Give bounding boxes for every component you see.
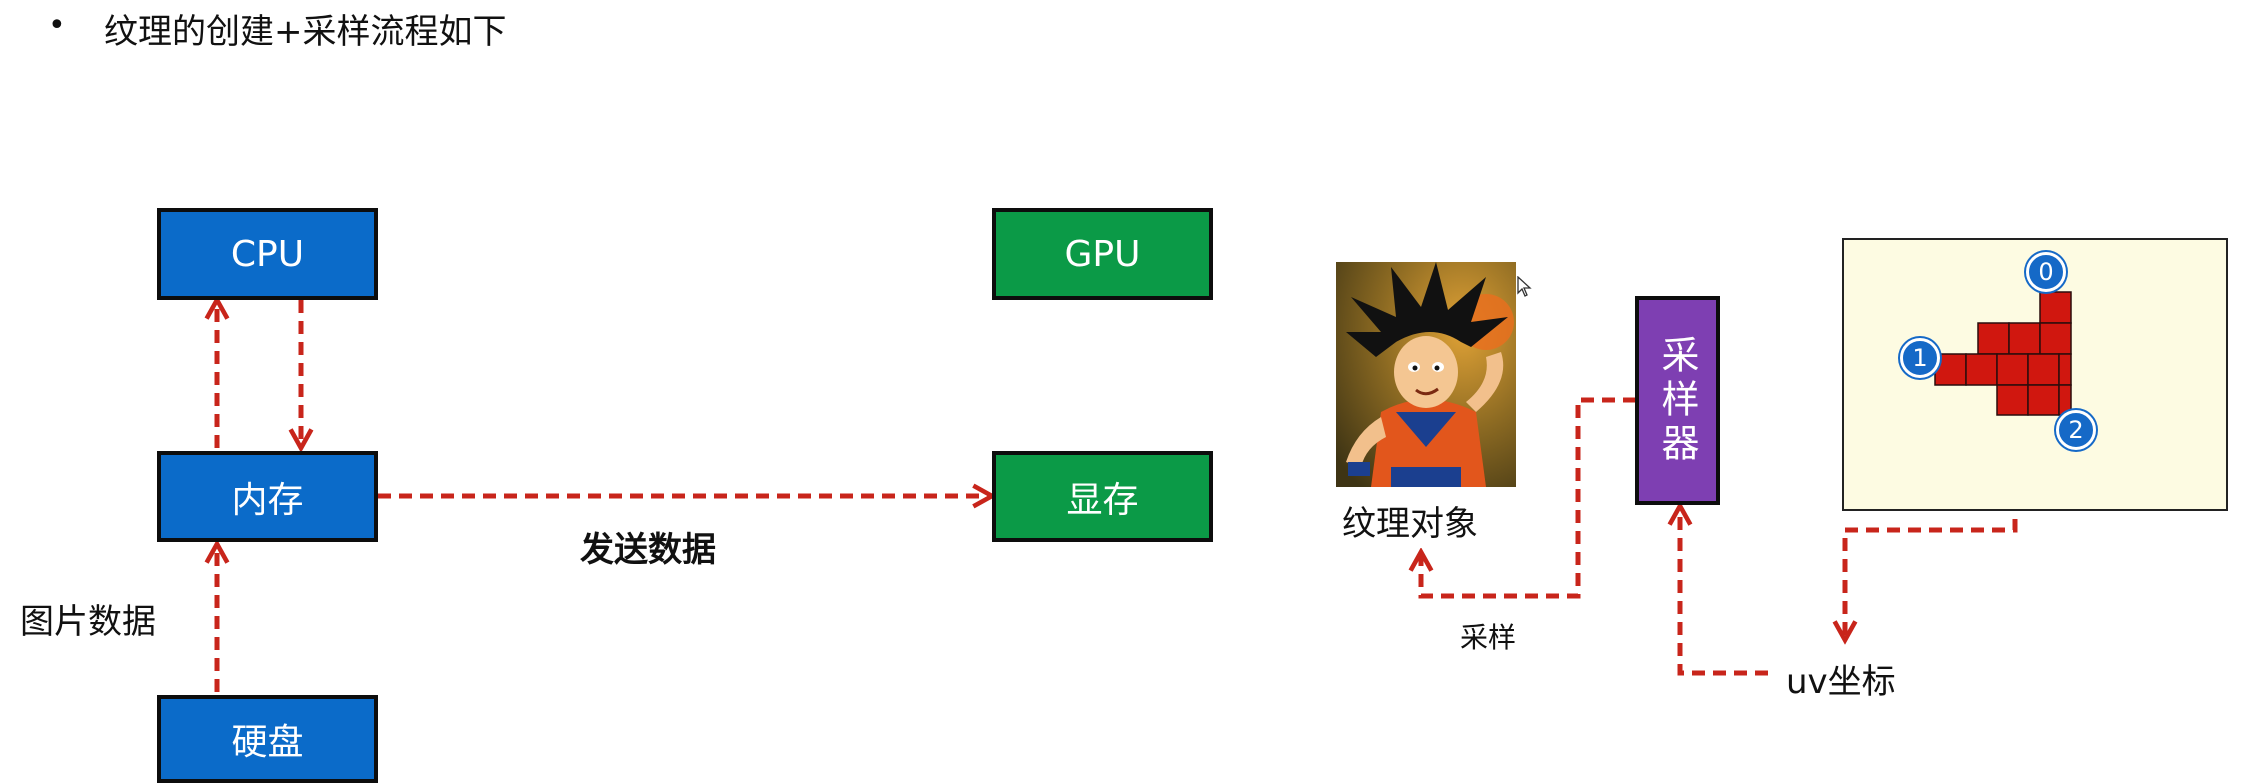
arrow-sampler-to-texture [1421, 397, 1636, 599]
mouse-pointer-icon [1517, 275, 1533, 302]
uv-coords-label: uv坐标 [1786, 662, 1896, 702]
sampler-node: 采样器 [1635, 296, 1720, 505]
bullet-marker: • [48, 8, 66, 43]
gpu-node: GPU [992, 208, 1213, 300]
texture-image [1336, 262, 1516, 487]
disk-node: 硬盘 [157, 695, 378, 783]
vertex-1: 1 [1900, 338, 1940, 378]
sample-label: 采样 [1460, 621, 1517, 654]
send-data-label: 发送数据 [580, 530, 716, 570]
arrow-triangle-to-uv [1845, 414, 2018, 638]
rasterized-triangle [1934, 291, 2072, 416]
vertex-0: 0 [2026, 252, 2066, 292]
arrow-uv-to-sampler [1680, 508, 1768, 676]
texture-object-label: 纹理对象 [1342, 504, 1478, 544]
vram-node: 显存 [992, 451, 1213, 542]
cpu-node: CPU [157, 208, 378, 300]
uv-panel: 0 1 2 [1842, 238, 2228, 511]
memory-node: 内存 [157, 451, 378, 542]
image-data-label: 图片数据 [20, 602, 156, 642]
slide-title: 纹理的创建+采样流程如下 [104, 12, 507, 52]
vertex-2: 2 [2056, 410, 2096, 450]
